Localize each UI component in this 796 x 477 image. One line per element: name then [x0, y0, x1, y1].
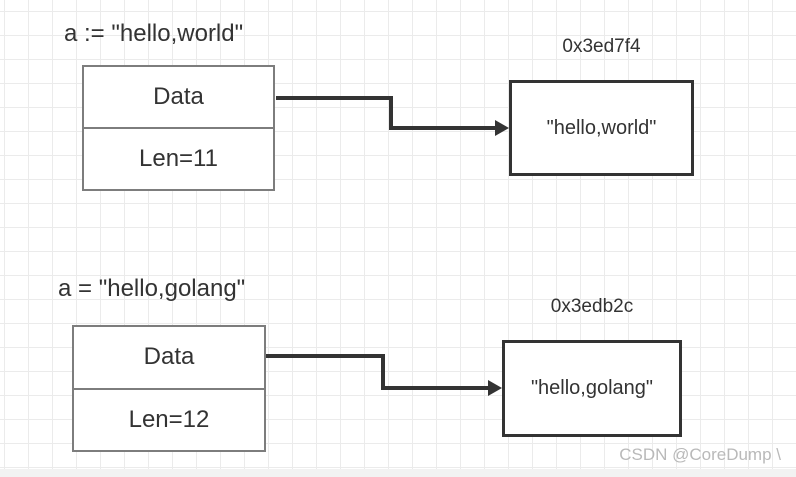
- section1-title: a := "hello,world": [64, 20, 244, 47]
- section1-arrow-segment-h2: [389, 126, 495, 130]
- section2-len-field: Len=12: [128, 405, 210, 433]
- bottom-strip: [0, 469, 796, 477]
- section2-string-struct-box: Data Len=12: [72, 325, 266, 452]
- section1-heap-value-box: "hello,world": [509, 80, 694, 176]
- section2-heap-value-box: "hello,golang": [502, 340, 682, 437]
- section2-arrowhead-icon: [488, 380, 502, 396]
- section2-title: a = "hello,golang": [58, 275, 246, 302]
- section1-arrowhead-icon: [495, 120, 509, 136]
- section2-address-label: 0x3edb2c: [550, 296, 634, 317]
- section2-arrow-segment-v: [381, 354, 385, 390]
- section1-string-struct-box: Data Len=11: [82, 65, 275, 191]
- section2-data-field: Data: [74, 327, 264, 390]
- section1-arrow-segment-v: [389, 96, 393, 130]
- csdn-watermark: CSDN @CoreDump \: [619, 445, 781, 464]
- section1-arrow-segment-h1: [276, 96, 393, 100]
- section1-data-field: Data: [84, 67, 273, 129]
- section2-arrow-segment-h2: [381, 386, 488, 390]
- section1-len-field: Len=11: [139, 145, 218, 172]
- section1-address-label: 0x3ed7f4: [562, 36, 641, 57]
- section2-arrow-segment-h1: [266, 354, 385, 358]
